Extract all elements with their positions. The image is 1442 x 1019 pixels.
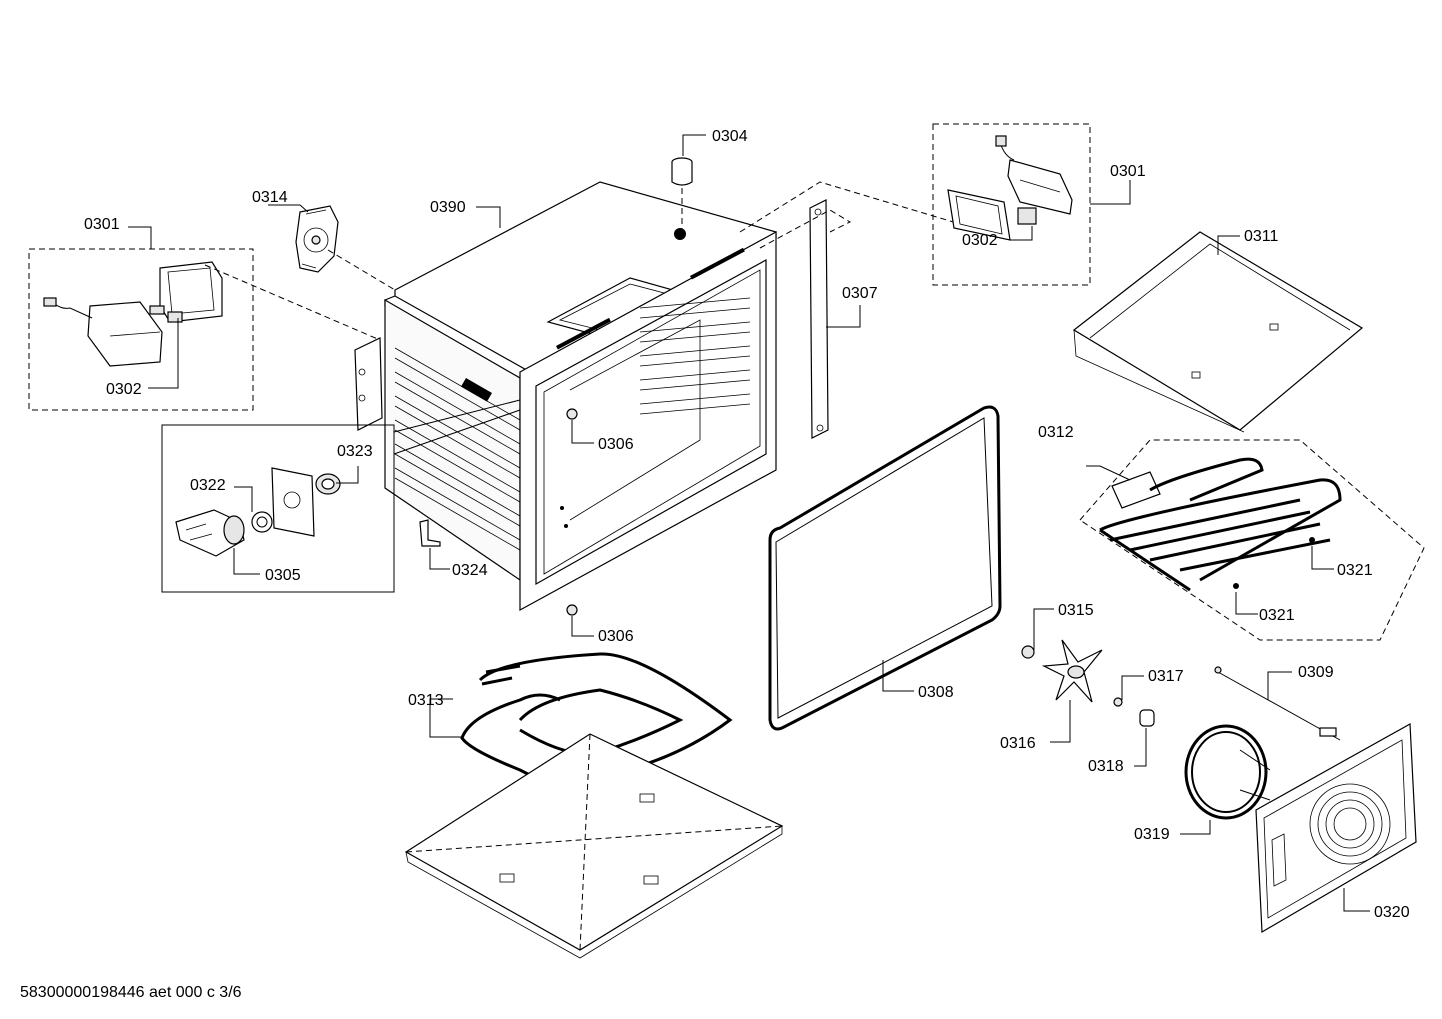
label-0306-lower: 0306 <box>598 628 634 645</box>
part-0319 <box>1180 724 1271 835</box>
part-0311 <box>1072 231 1364 433</box>
right-lamp-group <box>932 123 1131 286</box>
label-0312: 0312 <box>1038 424 1074 441</box>
label-0320: 0320 <box>1374 904 1410 921</box>
part-labels: 0301 0302 0314 0390 0304 0301 0302 0307 … <box>84 128 1410 921</box>
fan-parts <box>1021 608 1155 767</box>
oven-cavity <box>354 181 777 612</box>
part-0308 <box>768 405 1002 731</box>
label-0321-upper: 0321 <box>1337 562 1373 579</box>
label-0305: 0305 <box>265 567 301 584</box>
label-0317: 0317 <box>1148 668 1184 685</box>
drawing-code: 58300000198446 aet 000 c 3/6 <box>20 984 242 1001</box>
label-0321-lower: 0321 <box>1259 607 1295 624</box>
label-0309: 0309 <box>1298 664 1334 681</box>
label-0308: 0308 <box>918 684 954 701</box>
label-0301-right: 0301 <box>1110 163 1146 180</box>
label-0302-left: 0302 <box>106 381 142 398</box>
left-lamp-group <box>28 226 381 411</box>
label-0315: 0315 <box>1058 602 1094 619</box>
part-0307 <box>739 181 1001 439</box>
label-0390: 0390 <box>430 199 466 216</box>
label-0307: 0307 <box>842 285 878 302</box>
label-0302-right: 0302 <box>962 232 998 249</box>
label-0306-upper: 0306 <box>598 436 634 453</box>
part-0306-bolts <box>560 408 594 637</box>
part-0320 <box>1255 723 1417 934</box>
label-0314: 0314 <box>252 189 288 206</box>
label-0322: 0322 <box>190 477 226 494</box>
bottom-plate <box>404 733 784 959</box>
label-0311: 0311 <box>1244 228 1279 245</box>
label-0324: 0324 <box>452 562 488 579</box>
part-0304 <box>671 134 706 232</box>
label-0316: 0316 <box>1000 735 1036 752</box>
part-0314 <box>268 204 396 291</box>
label-0304: 0304 <box>712 128 748 145</box>
label-0319: 0319 <box>1134 826 1170 843</box>
label-0313: 0313 <box>408 692 444 709</box>
part-0309 <box>1214 666 1341 741</box>
label-0318: 0318 <box>1088 758 1124 775</box>
lamp-detail-box <box>161 399 521 593</box>
label-0301-left: 0301 <box>84 216 120 233</box>
part-0324 <box>419 519 450 570</box>
part-0312 <box>1079 439 1425 641</box>
label-0323: 0323 <box>337 443 373 460</box>
